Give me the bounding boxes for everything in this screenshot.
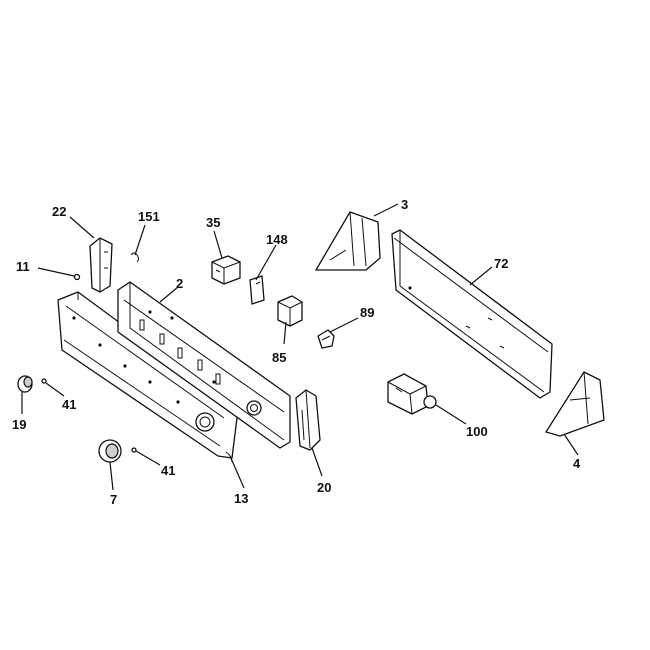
callout-22: 22 [52, 204, 66, 219]
part-41-screw-upper [41, 378, 47, 384]
callout-11: 11 [16, 259, 30, 274]
callout-151: 151 [138, 209, 160, 224]
part-20-end-trim [295, 389, 321, 451]
part-72-backguard-panel [391, 229, 553, 399]
callout-19: 19 [12, 417, 26, 432]
callout-41-upper: 41 [62, 397, 76, 412]
part-89-connector [317, 329, 335, 349]
callout-41-lower: 41 [161, 463, 175, 478]
callout-72: 72 [494, 256, 508, 271]
part-148-switch [249, 275, 265, 305]
part-7-knob [98, 439, 122, 463]
callout-20: 20 [317, 480, 331, 495]
part-22-end-bracket [89, 237, 113, 293]
callout-85: 85 [272, 350, 286, 365]
leader-lines [21, 203, 579, 491]
callout-4: 4 [573, 456, 581, 471]
part-41-screw-lower [131, 447, 137, 453]
callout-35: 35 [206, 215, 220, 230]
callout-100: 100 [466, 424, 488, 439]
callout-7: 7 [110, 492, 117, 507]
part-3-end-cap [315, 211, 381, 271]
part-19-knob [17, 375, 33, 393]
part-2-channel [117, 281, 291, 449]
part-4-end-cap [545, 371, 605, 437]
callout-labels: 22 151 35 148 3 72 11 2 89 85 41 19 100 … [12, 197, 581, 507]
part-100-timer [387, 373, 437, 415]
callout-148: 148 [266, 232, 288, 247]
callout-13: 13 [234, 491, 248, 506]
part-85-switch [277, 295, 303, 327]
callout-3: 3 [401, 197, 408, 212]
part-151-clip [130, 252, 139, 263]
callout-89: 89 [360, 305, 374, 320]
part-35-switch [211, 255, 241, 285]
part-13-control-panel [57, 291, 239, 463]
part-11-screw [73, 273, 81, 281]
callout-2: 2 [176, 276, 183, 291]
